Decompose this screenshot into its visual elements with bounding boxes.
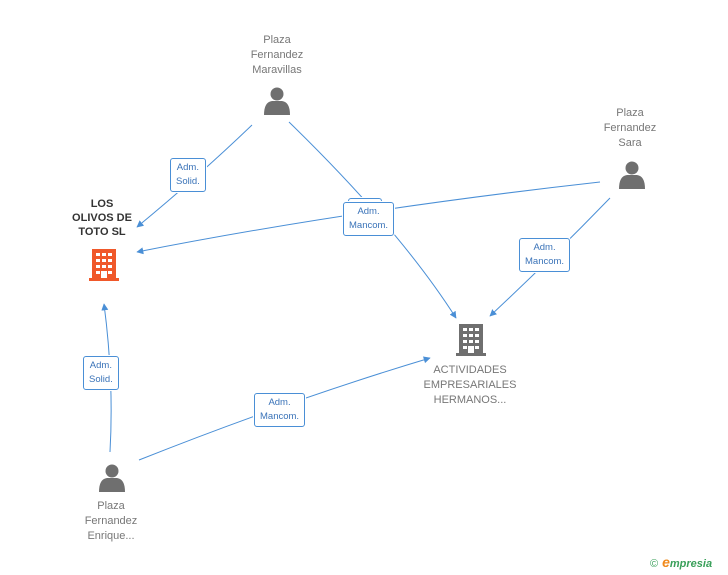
brand-initial: e: [662, 554, 670, 570]
person-icon[interactable]: [99, 464, 125, 493]
edge-label: Adm. Mancom.: [519, 238, 571, 272]
node-label-enrique[interactable]: Plaza Fernandez Enrique...: [84, 500, 138, 542]
brand-name: mpresia: [669, 558, 713, 570]
node-label-olivos[interactable]: LOS OLIVOS DE TOTO SL: [72, 198, 132, 238]
building-icon[interactable]: [456, 324, 486, 356]
node-label-sara[interactable]: Plaza Fernandez Sara: [603, 107, 657, 149]
edge-label: Adm. Mancom.: [343, 202, 395, 236]
node-label-actividades[interactable]: ACTIVIDADES EMPRESARIALES HERMANOS...: [423, 364, 517, 406]
brand-logo: ©empresia: [650, 554, 712, 570]
person-icon[interactable]: [264, 87, 290, 116]
building-icon[interactable]: [89, 249, 119, 281]
edge-label: Adm. Solid.: [83, 356, 119, 390]
person-icon[interactable]: [619, 161, 645, 190]
copyright-symbol: ©: [650, 558, 659, 570]
node-label-maravillas[interactable]: Plaza Fernandez Maravillas: [250, 34, 304, 76]
edge-label: Adm. Mancom.: [254, 393, 306, 427]
edge-label: Adm. Solid.: [170, 158, 206, 192]
